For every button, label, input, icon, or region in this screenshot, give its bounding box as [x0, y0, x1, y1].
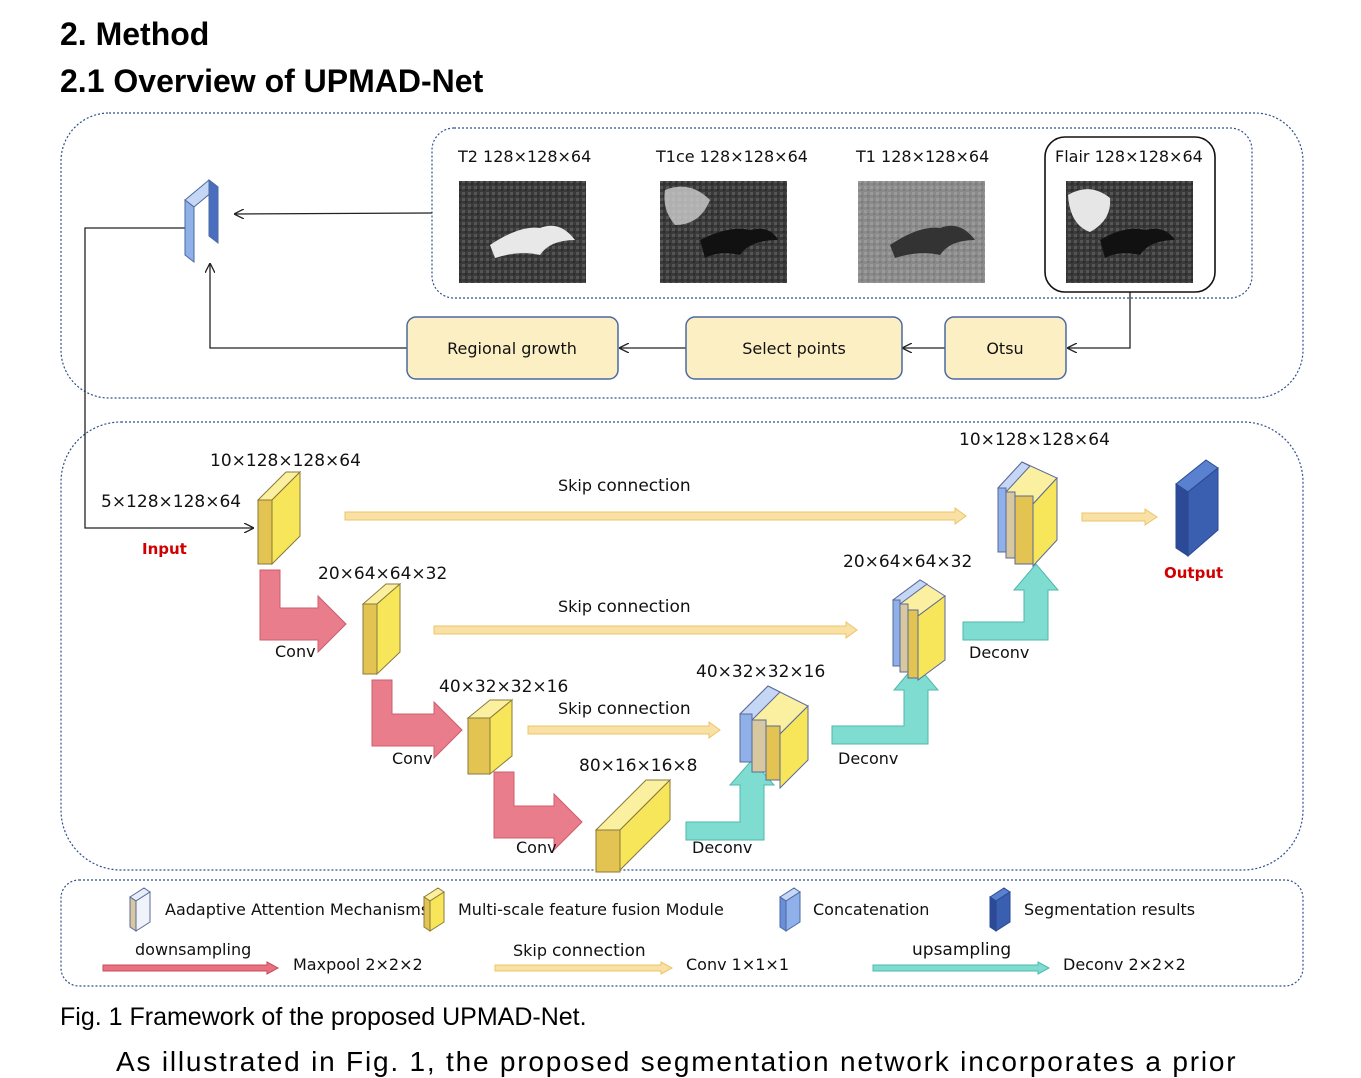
input-dim-label: 5×128×128×64	[101, 492, 241, 512]
legend-concat-icon	[779, 887, 801, 932]
mri-t2-image	[459, 181, 586, 283]
encoder-block-1	[256, 470, 302, 566]
modality-label-t1ce: T1ce 128×128×64	[655, 147, 808, 166]
deconv-label-2: Deconv	[838, 749, 898, 768]
figure-caption: Fig. 1 Framework of the proposed UPMAD-N…	[60, 1003, 587, 1031]
regional-growth-box: Regional growth	[406, 316, 619, 380]
legend-down-arrow	[102, 961, 280, 975]
decoder-block-1	[997, 461, 1058, 568]
select-points-box: Select points	[685, 316, 903, 380]
bottleneck-dim-label: 80×16×16×8	[579, 756, 697, 776]
dec2-dim-label: 20×64×64×32	[843, 552, 972, 572]
mri-t1-image	[858, 181, 985, 283]
section-heading: 2. Method	[60, 16, 210, 52]
legend-skip-arrow	[494, 961, 674, 975]
legend-attention-icon	[129, 887, 151, 932]
legend-msff-label: Multi-scale feature fusion Module	[458, 900, 724, 919]
enc1-dim-label: 10×128×128×64	[210, 451, 361, 471]
conv-label-3: Conv	[516, 838, 557, 857]
framework-figure: T2 128×128×64 T1ce 128×128×64 T1 128×128…	[60, 112, 1304, 987]
subsection-heading: 2.1 Overview of UPMAD-Net	[60, 63, 484, 99]
dec1-dim-label: 10×128×128×64	[959, 430, 1110, 450]
conv-label-2: Conv	[392, 749, 433, 768]
regional-growth-label: Regional growth	[447, 339, 577, 358]
output-label: Output	[1164, 564, 1223, 582]
modality-label-t2: T2 128×128×64	[457, 147, 591, 166]
legend-deconv222-label: Deconv 2×2×2	[1063, 955, 1186, 974]
decoder-block-2	[892, 579, 946, 681]
legend-downsampling-label: downsampling	[135, 940, 251, 959]
otsu-label: Otsu	[986, 339, 1023, 358]
concatenation-block	[184, 178, 219, 264]
legend-maxpool-label: Maxpool 2×2×2	[293, 955, 423, 974]
mri-t1ce-image	[660, 181, 787, 283]
output-segmentation-block	[1175, 459, 1219, 558]
bottleneck-block	[594, 778, 672, 873]
legend-panel	[60, 879, 1304, 987]
legend-conv111-label: Conv 1×1×1	[686, 955, 789, 974]
encoder-block-3	[466, 698, 514, 776]
legend-seg-label: Segmentation results	[1024, 900, 1195, 919]
decoder-block-3	[739, 685, 809, 790]
mri-flair-image	[1066, 181, 1193, 283]
legend-concat-label: Concatenation	[813, 900, 929, 919]
preprocessing-panel	[60, 112, 1304, 399]
network-panel	[60, 421, 1304, 871]
legend-attention-label: Aadaptive Attention Mechanisms	[165, 900, 429, 919]
legend-upsampling-label: upsampling	[912, 940, 1011, 960]
otsu-box: Otsu	[944, 316, 1067, 380]
legend-seg-icon	[989, 887, 1011, 932]
legend-up-arrow	[872, 961, 1051, 975]
input-label: Input	[142, 540, 187, 558]
enc2-dim-label: 20×64×64×32	[318, 564, 447, 584]
modality-label-t1: T1 128×128×64	[855, 147, 989, 166]
dec3-dim-label: 40×32×32×16	[696, 662, 825, 682]
modality-label-flair: Flair 128×128×64	[1055, 147, 1203, 166]
conv-label-1: Conv	[275, 642, 316, 661]
encoder-block-2	[361, 582, 402, 676]
select-points-label: Select points	[742, 339, 846, 358]
body-paragraph: As illustrated in Fig. 1, the proposed s…	[116, 1046, 1238, 1077]
deconv-label-3: Deconv	[969, 643, 1029, 662]
legend-msff-icon	[423, 887, 445, 932]
deconv-label-1: Deconv	[692, 838, 752, 857]
enc3-dim-label: 40×32×32×16	[439, 677, 568, 697]
